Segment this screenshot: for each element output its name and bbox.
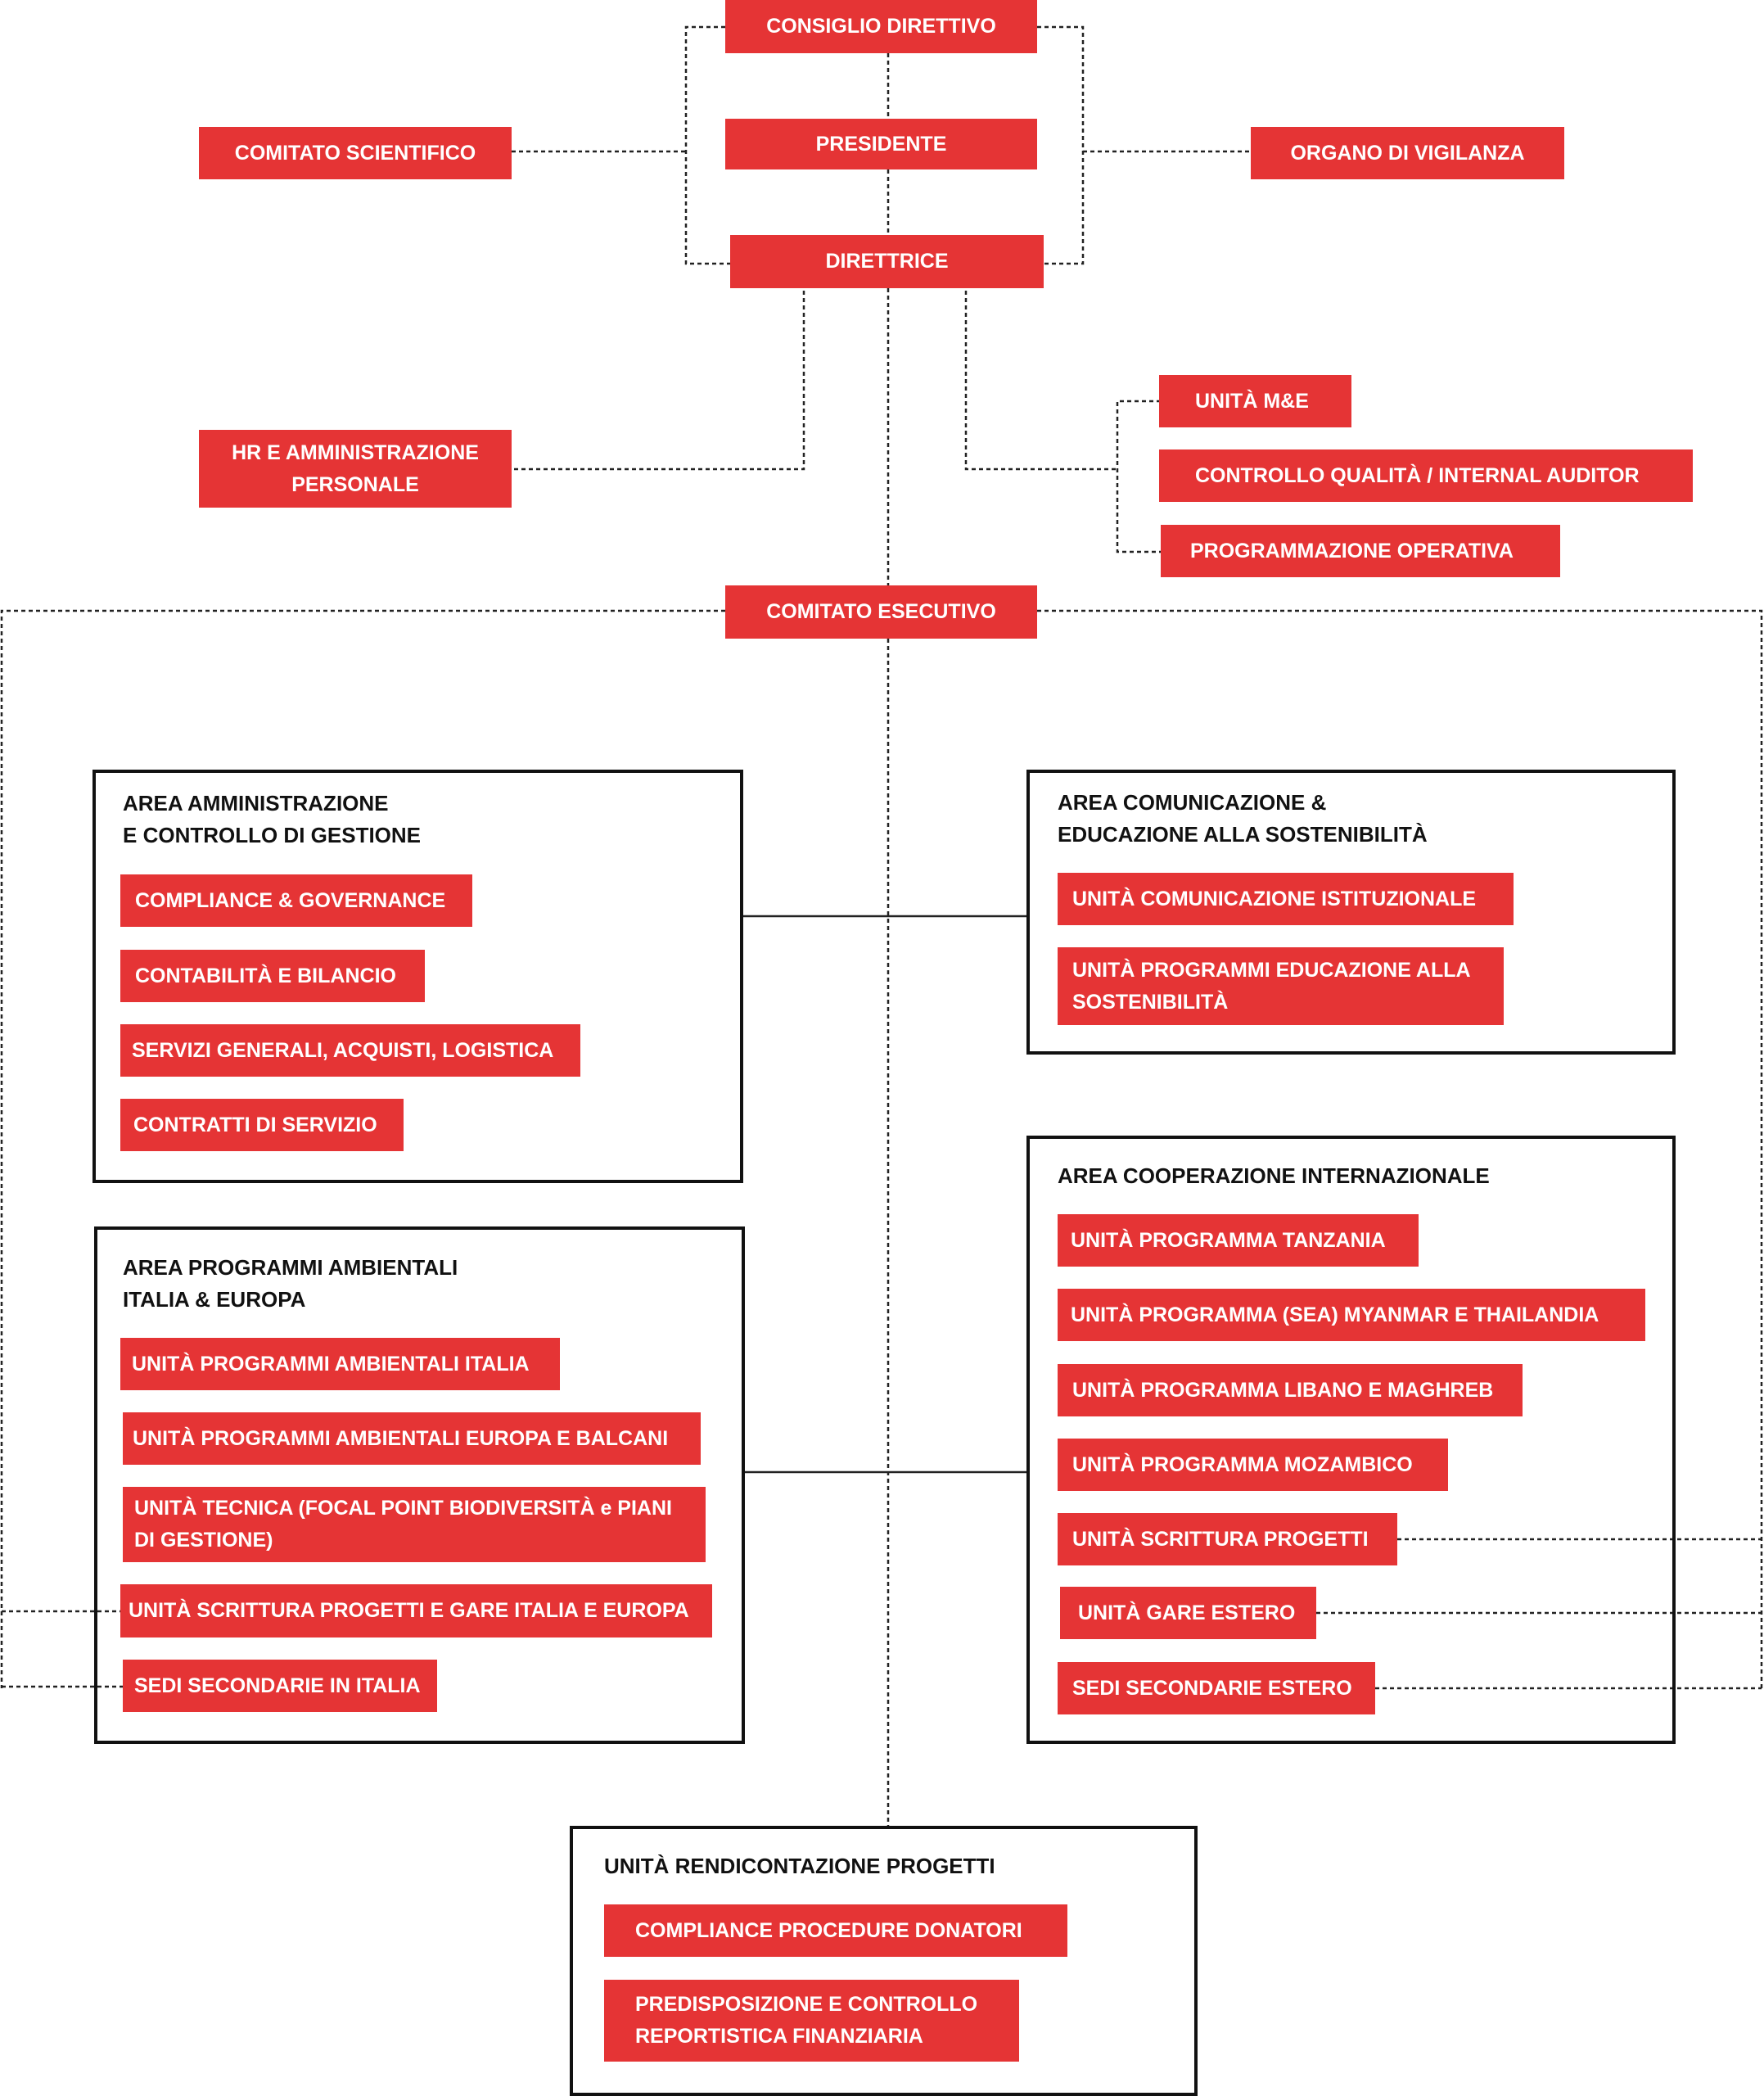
area-amministrazione-frame — [92, 770, 743, 1183]
organo-vigilanza-box: ORGANO DI VIGILANZA — [1251, 127, 1564, 179]
area-cooperazione-title: AREA COOPERAZIONE INTERNAZIONALE — [1058, 1163, 1490, 1188]
staff-me-box: UNITÀ M&E — [1159, 375, 1351, 427]
unit-sedi-italia: SEDI SECONDARIE IN ITALIA — [123, 1660, 437, 1712]
unit-scrittura-italia-europa: UNITÀ SCRITTURA PROGETTI E GARE ITALIA E… — [120, 1584, 712, 1638]
area-ambientali-frame — [94, 1226, 745, 1744]
unit-mozambico: UNITÀ PROGRAMMA MOZAMBICO — [1058, 1439, 1448, 1491]
comitato-scientifico-box: COMITATO SCIENTIFICO — [199, 127, 512, 179]
unit-scrittura-progetti: UNITÀ SCRITTURA PROGETTI — [1058, 1513, 1397, 1565]
unit-servizi-generali: SERVIZI GENERALI, ACQUISTI, LOGISTICA — [120, 1024, 580, 1077]
consiglio-direttivo-box: CONSIGLIO DIRETTIVO — [725, 0, 1037, 53]
area-comunicazione-title: AREA COMUNICAZIONE &EDUCAZIONE ALLA SOST… — [1058, 790, 1428, 847]
unit-gare-estero: UNITÀ GARE ESTERO — [1060, 1587, 1316, 1639]
presidente-box: PRESIDENTE — [725, 119, 1037, 169]
unit-ambientali-europa: UNITÀ PROGRAMMI AMBIENTALI EUROPA E BALC… — [123, 1412, 701, 1465]
unit-sedi-estero: SEDI SECONDARIE ESTERO — [1058, 1662, 1375, 1714]
unit-libano-maghreb: UNITÀ PROGRAMMA LIBANO E MAGHREB — [1058, 1364, 1523, 1416]
unit-compliance-donatori: COMPLIANCE PROCEDURE DONATORI — [604, 1904, 1067, 1957]
unit-tecnica: UNITÀ TECNICA (FOCAL POINT BIODIVERSITÀ … — [123, 1487, 706, 1562]
direttrice-box: DIRETTRICE — [730, 235, 1044, 288]
unit-comunicazione-istituzionale: UNITÀ COMUNICAZIONE ISTITUZIONALE — [1058, 873, 1514, 925]
comitato-esecutivo-box: COMITATO ESECUTIVO — [725, 585, 1037, 639]
unit-myanmar-thailandia: UNITÀ PROGRAMMA (SEA) MYANMAR E THAILAND… — [1058, 1289, 1645, 1341]
staff-qualita-box: CONTROLLO QUALITÀ / INTERNAL AUDITOR — [1159, 449, 1693, 502]
unit-contratti-servizio: CONTRATTI DI SERVIZIO — [120, 1099, 404, 1151]
unit-ambientali-italia: UNITÀ PROGRAMMI AMBIENTALI ITALIA — [120, 1338, 560, 1390]
area-cooperazione-frame — [1026, 1136, 1676, 1744]
rendicontazione-frame — [570, 1826, 1198, 2096]
unit-compliance-governance: COMPLIANCE & GOVERNANCE — [120, 874, 472, 927]
unit-tanzania: UNITÀ PROGRAMMA TANZANIA — [1058, 1214, 1419, 1267]
unit-contabilita: CONTABILITÀ E BILANCIO — [120, 950, 425, 1002]
area-comunicazione-frame — [1026, 770, 1676, 1055]
staff-programmazione-box: PROGRAMMAZIONE OPERATIVA — [1161, 525, 1560, 577]
rendicontazione-title: UNITÀ RENDICONTAZIONE PROGETTI — [604, 1854, 995, 1878]
